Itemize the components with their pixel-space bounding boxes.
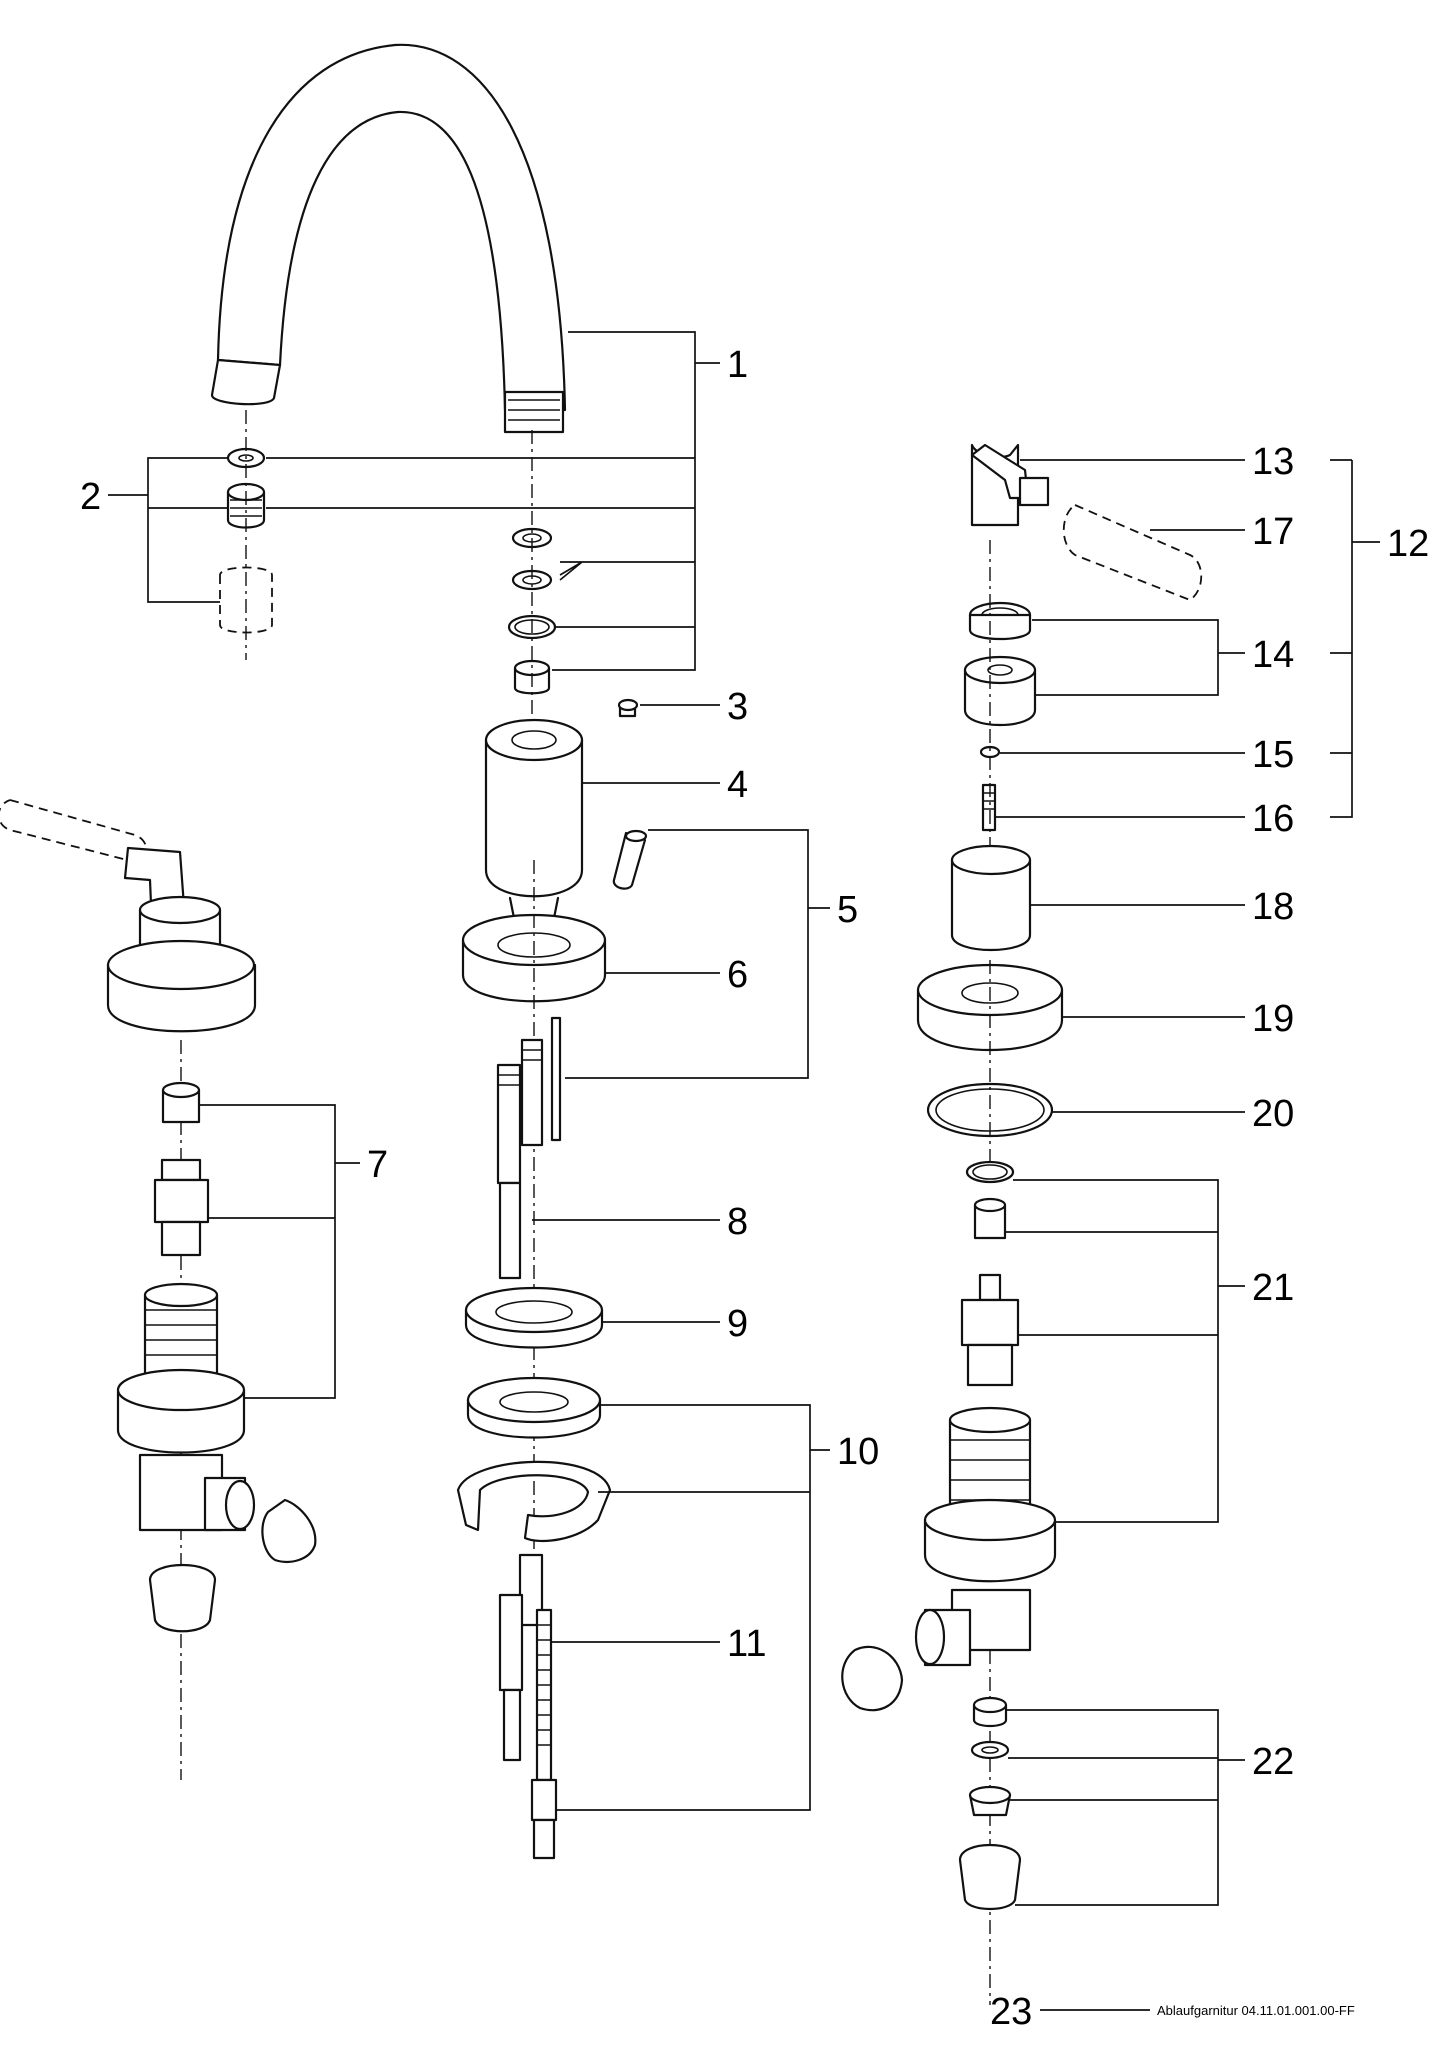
callout-6: 6 <box>727 954 748 996</box>
right-valve <box>841 1160 1057 2005</box>
right-cover-parts <box>916 844 1064 1170</box>
supply-tubes <box>496 1016 562 1280</box>
callout-12: 12 <box>1387 523 1429 565</box>
callout-17: 17 <box>1252 511 1294 553</box>
callout-7: 7 <box>367 1144 388 1186</box>
callout-11: 11 <box>727 1623 766 1665</box>
callout-2: 2 <box>80 476 101 518</box>
callout-22: 22 <box>1252 1741 1294 1783</box>
mounting-ring <box>464 1286 604 1349</box>
hoses <box>498 1553 558 1860</box>
callout-14: 14 <box>1252 634 1294 676</box>
fixing-set <box>456 1376 612 1543</box>
footnote-drain-set: Ablaufgarnitur 04.11.01.001.00-FF <box>1157 2003 1355 2018</box>
callout-16: 16 <box>1252 798 1294 840</box>
callout-21: 21 <box>1252 1267 1294 1309</box>
left-valve <box>0 799 317 1780</box>
right-fittings <box>958 1696 1022 1910</box>
spout <box>210 43 567 434</box>
leader-lines <box>108 331 1380 2011</box>
callout-15: 15 <box>1252 734 1294 776</box>
callout-19: 19 <box>1252 998 1294 1040</box>
callout-10: 10 <box>837 1431 879 1473</box>
callout-labels: 1 2 3 4 5 6 7 8 9 10 11 12 13 14 15 16 1… <box>80 344 1429 2033</box>
callout-13: 13 <box>1252 441 1294 483</box>
callout-8: 8 <box>727 1201 748 1243</box>
center-body <box>461 698 648 1620</box>
callout-1: 1 <box>727 344 748 386</box>
callout-9: 9 <box>727 1303 748 1345</box>
callout-4: 4 <box>727 764 748 806</box>
callout-23: 23 <box>990 1991 1032 2033</box>
callout-3: 3 <box>727 686 748 728</box>
spout-seals <box>507 430 557 730</box>
callout-5: 5 <box>837 889 858 931</box>
right-handle <box>963 443 1203 860</box>
callout-18: 18 <box>1252 886 1294 928</box>
aerator-parts <box>219 410 273 660</box>
callout-20: 20 <box>1252 1093 1294 1135</box>
